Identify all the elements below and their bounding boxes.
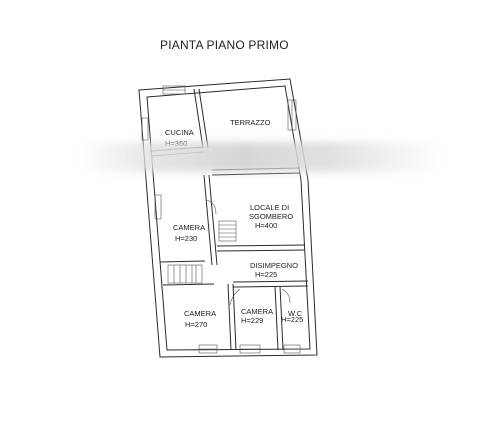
room-height-camera-bottom: H=270 <box>185 320 207 329</box>
room-height-disimpegno: H=225 <box>255 270 277 279</box>
room-name-disimpegno: DISIMPEGNO <box>250 261 298 270</box>
windows <box>141 85 301 354</box>
staircase-lower <box>167 264 203 284</box>
room-height-camera-mid: H=229 <box>241 316 263 325</box>
room-name-locale-line2: SGOMBERO <box>249 212 293 221</box>
room-name-camera-mid: CAMERA <box>241 307 273 316</box>
plan-title: PIANTA PIANO PRIMO <box>160 38 289 52</box>
room-name-terrazzo: TERRAZZO <box>230 118 271 127</box>
room-name-cucina: CUCINA <box>165 128 194 137</box>
room-height-locale: H=400 <box>255 221 277 230</box>
room-name-camera-left: CAMERA <box>173 223 205 232</box>
doors <box>205 199 291 306</box>
staircase-upper <box>218 220 237 242</box>
room-height-camera-left: H=230 <box>175 234 197 243</box>
room-height-wc: H=225 <box>281 315 303 324</box>
outer-walls <box>138 78 318 358</box>
room-name-wc: W.C <box>288 309 303 318</box>
room-name-camera-bottom: CAMERA <box>184 309 216 318</box>
redaction-blur <box>80 142 440 172</box>
room-name-locale-line1: LOCALE DI <box>250 203 289 212</box>
